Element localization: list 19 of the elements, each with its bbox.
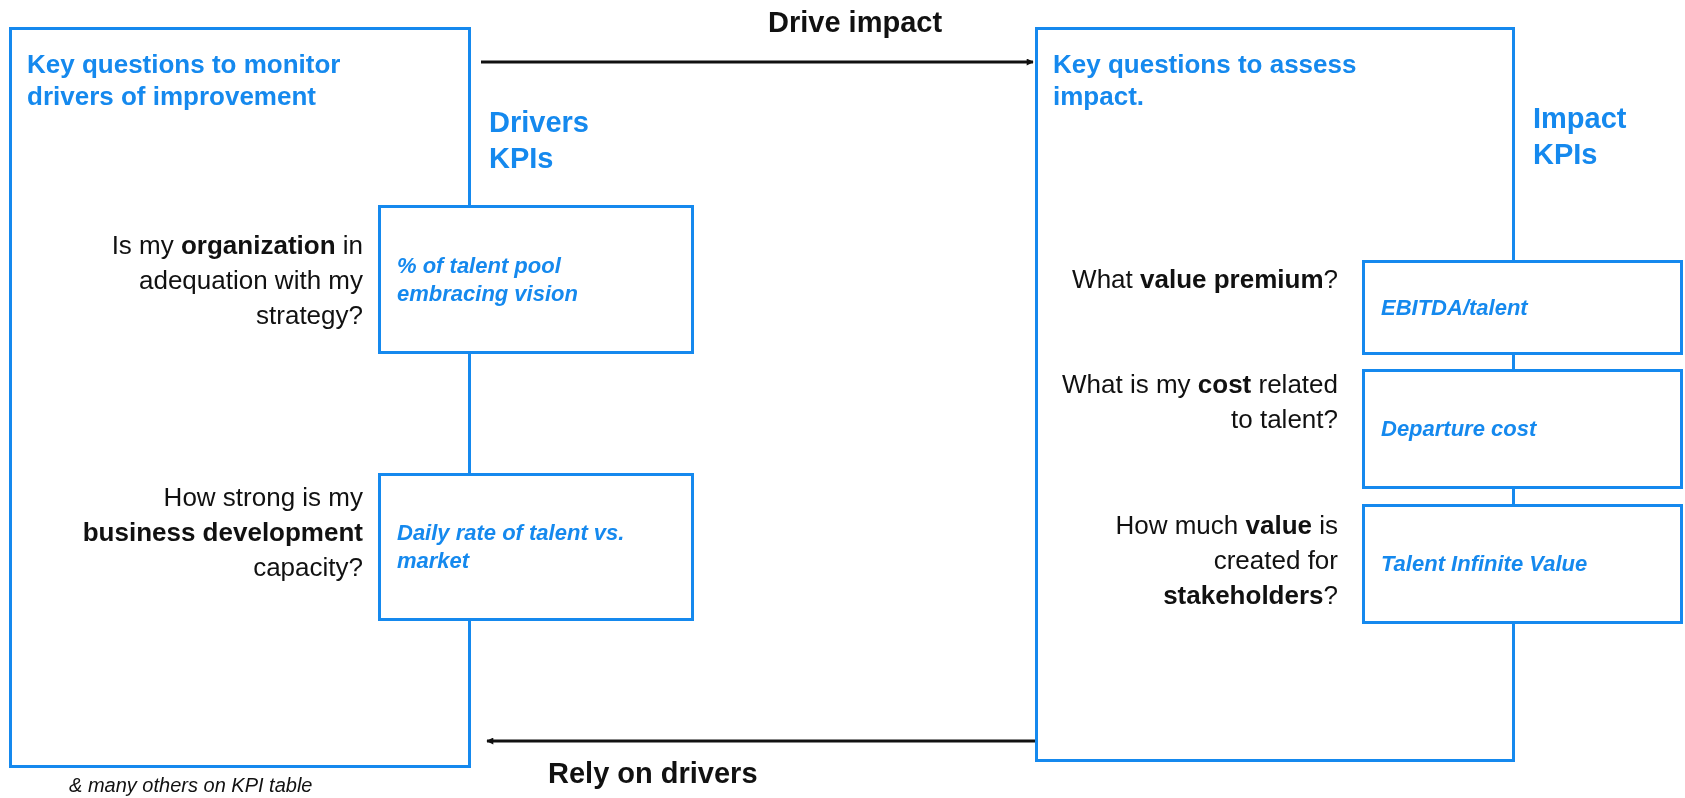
question-text: How much value is created for stakeholders? <box>1114 509 1338 612</box>
kpi-box: Daily rate of talent vs. market <box>378 473 694 621</box>
kpi-box: % of talent pool embracing vision <box>378 205 694 354</box>
kpi-box: Talent Infinite Value <box>1362 504 1683 624</box>
arrow <box>486 737 1035 745</box>
question-text: What is my cost related to talent? <box>1061 368 1338 436</box>
footnote: & many others on KPI table <box>69 774 313 797</box>
edge-label: Rely on drivers <box>548 757 758 790</box>
panel-heading: Key questions to assess impact. <box>1053 48 1358 112</box>
question-text: How strong is my business development capacity? <box>81 481 363 584</box>
column-heading: Impact KPIs <box>1533 101 1628 172</box>
kpi-box: EBITDA/talent <box>1362 260 1683 355</box>
kpi-box: Departure cost <box>1362 369 1683 489</box>
column-heading: Drivers KPIs <box>489 105 590 176</box>
panel-heading: Key questions to monitor drivers of improvement <box>27 48 342 112</box>
edge-label: Drive impact <box>768 6 943 39</box>
question-text: Is my organization in adequation with my strategy? <box>110 229 363 332</box>
arrow <box>481 58 1034 66</box>
question-text: What value premium? <box>1071 263 1338 296</box>
